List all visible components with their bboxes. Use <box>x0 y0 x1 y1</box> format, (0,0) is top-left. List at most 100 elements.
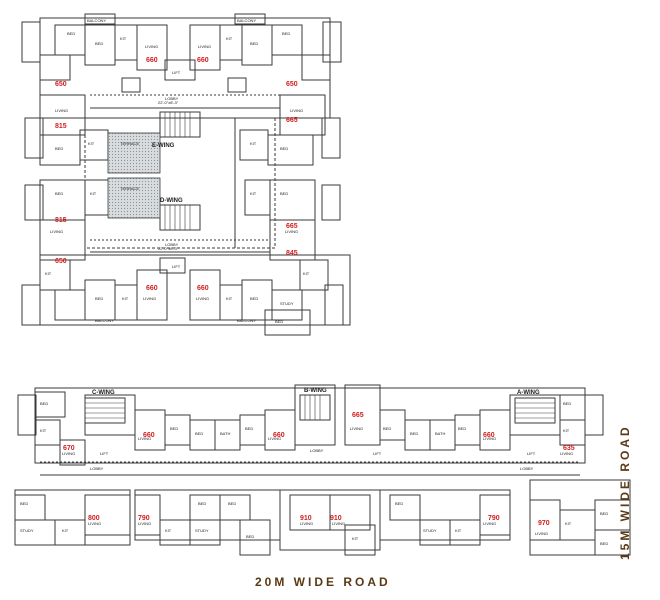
room-label: BATH <box>435 431 445 436</box>
room-label: KIT <box>565 521 572 526</box>
room-label: LIVING <box>55 108 68 113</box>
terrace-d <box>107 177 161 219</box>
wing-label-c: C-WING <box>92 390 115 396</box>
balcony-label: BALCONY <box>237 318 256 323</box>
room-label: LIVING <box>196 296 209 301</box>
area-value: 665 <box>286 223 298 230</box>
room-label: LIVING <box>50 229 63 234</box>
lobby-label: LOBBY <box>165 242 179 247</box>
room-label: BED <box>563 401 571 406</box>
area-value: 650 <box>55 258 67 265</box>
wing-label-a: A-WING <box>517 390 540 396</box>
area-value: 910 <box>300 515 312 522</box>
lobby-label: LOBBY <box>90 466 104 471</box>
balcony-cl <box>17 394 37 436</box>
room-label: LIVING <box>268 436 281 441</box>
room-label: BED <box>250 41 258 46</box>
room-label: BED <box>250 296 258 301</box>
area-value: 845 <box>286 250 298 257</box>
room-label: KIT <box>226 36 233 41</box>
balcony-bl <box>21 284 41 326</box>
room-label: LIVING <box>138 521 151 526</box>
lobby-label: LOBBY <box>310 448 324 453</box>
room-label: KIT <box>45 271 52 276</box>
terrace-label: TERRACE <box>120 141 139 146</box>
area-value: 660 <box>143 432 155 439</box>
area-value: 670 <box>63 445 75 452</box>
lift-label: LIFT <box>172 70 181 75</box>
area-value: 660 <box>146 57 158 64</box>
room-label: BED <box>40 401 48 406</box>
balcony-label: BALCONY <box>237 18 256 23</box>
area-value: 970 <box>538 520 550 527</box>
wing-label-e: E-WING <box>152 143 175 149</box>
room-label: BED <box>280 146 288 151</box>
area-value: 815 <box>55 123 67 130</box>
balcony-dl <box>24 184 44 221</box>
room-label: KIT <box>250 191 257 196</box>
balcony-dr <box>321 184 341 221</box>
lobby-label: LOBBY <box>165 96 179 101</box>
room-label: LIVING <box>62 451 75 456</box>
area-value: 665 <box>286 117 298 124</box>
room-label: BED <box>95 41 103 46</box>
room-label: BED <box>198 501 206 506</box>
room-label: KIT <box>90 191 97 196</box>
balcony-tr <box>322 21 342 63</box>
balcony-mr <box>321 117 341 159</box>
room-label: KIT <box>120 36 127 41</box>
room-label: BATH <box>220 431 230 436</box>
room-label: BED <box>170 426 178 431</box>
room-label: BED <box>282 31 290 36</box>
room-label: BED <box>600 541 608 546</box>
room-label: KIT <box>563 428 570 433</box>
area-value: 635 <box>563 445 575 452</box>
area-value: 660 <box>483 432 495 439</box>
wing-label-b: B-WING <box>304 388 327 394</box>
room-label: LIVING <box>483 521 496 526</box>
balcony-tl <box>21 21 41 63</box>
room-label: KIT <box>62 528 69 533</box>
room-label: BED <box>383 426 391 431</box>
room-label: LIVING <box>483 436 496 441</box>
room-label: KIT <box>303 271 310 276</box>
balcony-ar <box>584 394 604 436</box>
room-label: LIVING <box>535 531 548 536</box>
room-label: STUDY <box>280 301 294 306</box>
area-value: 910 <box>330 515 342 522</box>
room-label: BED <box>600 511 608 516</box>
room-label: LIVING <box>560 451 573 456</box>
balcony-label: BALCONY <box>95 318 114 323</box>
room-label: KIT <box>226 296 233 301</box>
room-label: LIVING <box>350 426 363 431</box>
area-value: 650 <box>55 81 67 88</box>
wing-label-d: D-WING <box>160 198 183 204</box>
room-label: LIVING <box>145 44 158 49</box>
balcony-label: BALCONY <box>87 18 106 23</box>
area-value: 665 <box>352 412 364 419</box>
lift-label: LIFT <box>527 451 536 456</box>
lobby-label: LOBBY <box>520 466 534 471</box>
area-value: 800 <box>88 515 100 522</box>
room-label: BED <box>410 431 418 436</box>
room-label: BED <box>20 501 28 506</box>
lift-label: LIFT <box>373 451 382 456</box>
area-value: 650 <box>286 81 298 88</box>
room-label: LIVING <box>198 44 211 49</box>
balcony-br <box>324 284 344 326</box>
area-value: 660 <box>197 285 209 292</box>
road-label-bottom: 20M WIDE ROAD <box>255 575 391 589</box>
room-label: LIVING <box>138 436 151 441</box>
room-label: LIVING <box>143 296 156 301</box>
room-label: BED <box>245 426 253 431</box>
room-label: BED <box>246 534 254 539</box>
lift-label: LIFT <box>100 451 109 456</box>
room-label: KIT <box>455 528 462 533</box>
balcony-ml <box>24 117 44 159</box>
area-value: 660 <box>273 432 285 439</box>
room-label: BED <box>55 146 63 151</box>
room-label: BED <box>95 296 103 301</box>
room-label: KIT <box>352 536 359 541</box>
terrace-label: TERRACE <box>120 186 139 191</box>
